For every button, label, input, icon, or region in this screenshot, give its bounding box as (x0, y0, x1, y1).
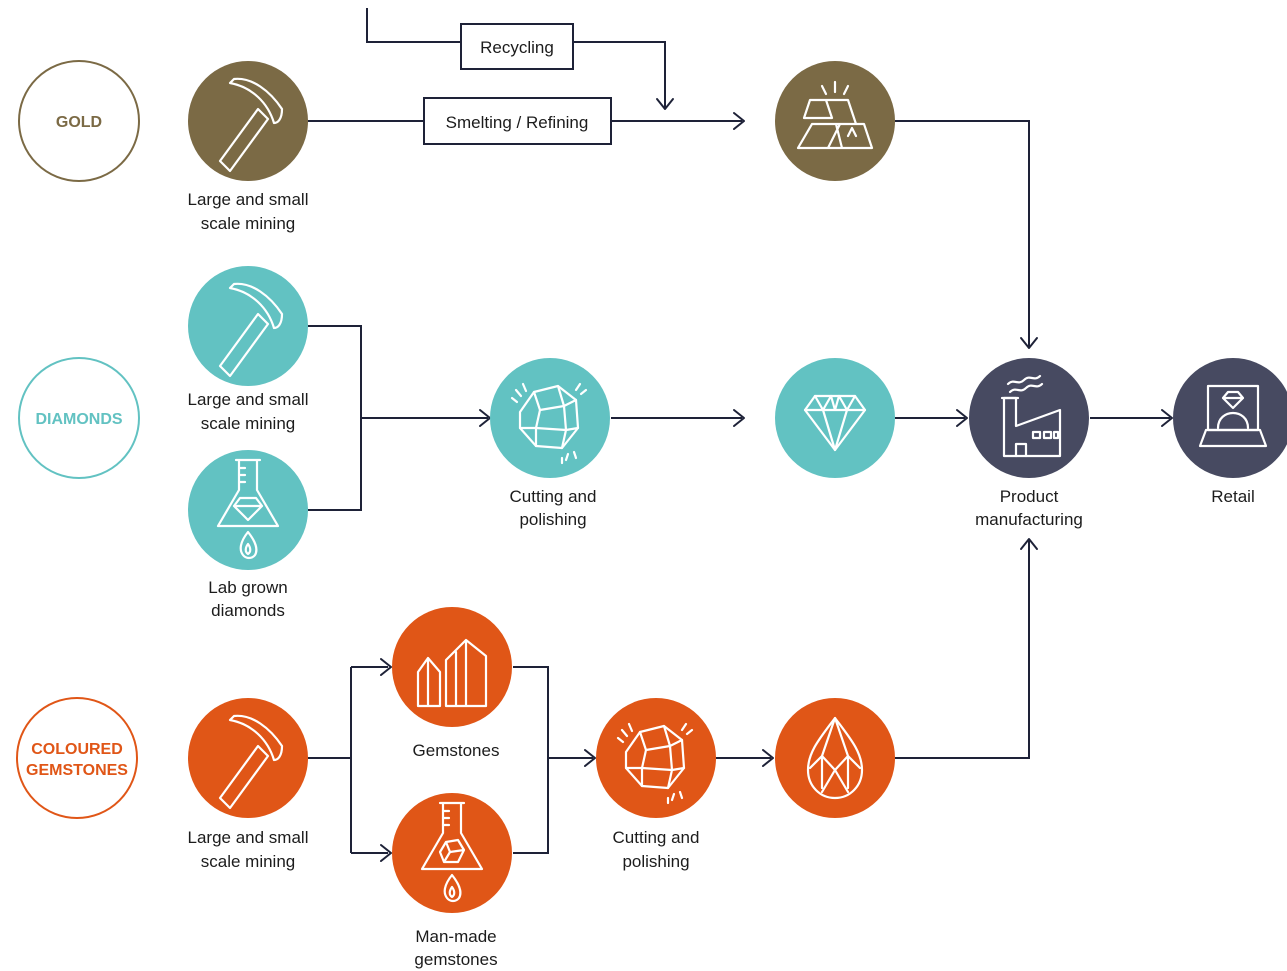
gold-category: GOLD (18, 60, 140, 182)
gold-mining-label-2: scale mining (201, 214, 296, 233)
diamond-mining-label-1: Large and small (188, 390, 309, 409)
gold-to-manufacturing-connector (895, 120, 1030, 347)
gem-to-manufacturing-connector (895, 540, 1030, 759)
recycling-box: Recycling (460, 23, 574, 70)
gold-bars-node (775, 61, 895, 181)
product-manufacturing-label-1: Product (1000, 487, 1059, 506)
connectors (308, 8, 1173, 862)
crystals-icon (416, 638, 488, 708)
recycling-box-label: Recycling (480, 38, 554, 57)
diamonds-category: DIAMONDS (18, 357, 140, 479)
man-made-gemstones-label-1: Man-made (415, 927, 496, 946)
factory-icon (1000, 374, 1062, 458)
gemstone-cutting-label-2: polishing (622, 852, 689, 871)
cut-diamond-node (775, 358, 895, 478)
arrowhead (733, 409, 745, 427)
diamonds-category-label: DIAMONDS (35, 411, 122, 428)
diamond-mining-node: Large and small scale mining (188, 266, 309, 433)
gold-mining-node: Large and small scale mining (188, 61, 309, 233)
smelting-refining-box-label: Smelting / Refining (446, 113, 589, 132)
arrowhead (1161, 409, 1173, 427)
gold-mining-label-1: Large and small (188, 190, 309, 209)
lab-grown-node: Lab grown diamonds (188, 450, 308, 620)
lab-grown-label-2: diamonds (211, 601, 285, 620)
gemstone-mining-node: Large and small scale mining (188, 698, 309, 871)
gemstones-node: Gemstones (392, 607, 512, 760)
arrowhead (733, 112, 745, 130)
man-made-gemstones-label-2: gemstones (414, 950, 497, 969)
flask-diamond-icon (216, 458, 280, 560)
retail-label: Retail (1211, 487, 1254, 506)
pear-gem-icon (806, 716, 864, 800)
arrowhead (656, 98, 674, 110)
gemstone-cutting-label-1: Cutting and (613, 828, 700, 847)
flask-stone-icon (420, 801, 484, 903)
coloured-gemstones-category: COLOURED GEMSTONES (16, 697, 138, 819)
gemstone-mining-label-2: scale mining (201, 852, 296, 871)
diamond-mining-label-2: scale mining (201, 414, 296, 433)
ring-box-icon (1198, 384, 1268, 448)
cut-gemstone-node (775, 698, 895, 818)
gem-mining-split-connector (308, 666, 388, 854)
gold-category-label: GOLD (56, 114, 102, 131)
diamond-sources-connector (308, 325, 488, 511)
product-manufacturing-node: Product manufacturing (969, 358, 1089, 529)
recycling-connector (366, 8, 666, 108)
gem-merge-connector (513, 666, 593, 854)
lab-grown-label-1: Lab grown (208, 578, 287, 597)
gemstone-cutting-node: Cutting and polishing (596, 698, 716, 871)
product-manufacturing-label-2: manufacturing (975, 510, 1083, 529)
diamond-cutting-label-2: polishing (519, 510, 586, 529)
coloured-gemstones-category-label-2: GEMSTONES (26, 762, 128, 779)
arrowhead (956, 409, 968, 427)
arrowhead (1020, 337, 1038, 349)
arrowhead (584, 749, 596, 767)
retail-node: Retail (1173, 358, 1287, 506)
gemstones-label: Gemstones (413, 741, 500, 760)
arrowhead (380, 658, 392, 676)
arrowhead (380, 844, 392, 862)
smelting-refining-box: Smelting / Refining (423, 97, 612, 145)
diamond-cutting-label-1: Cutting and (510, 487, 597, 506)
arrowhead (1020, 538, 1038, 550)
arrowhead (762, 749, 774, 767)
gemstone-mining-label-1: Large and small (188, 828, 309, 847)
diamond-cutting-node: Cutting and polishing (490, 358, 610, 529)
coloured-gemstones-category-label-1: COLOURED (31, 741, 123, 758)
gold-bars-icon (796, 80, 874, 150)
man-made-gemstones-node: Man-made gemstones (392, 793, 512, 969)
